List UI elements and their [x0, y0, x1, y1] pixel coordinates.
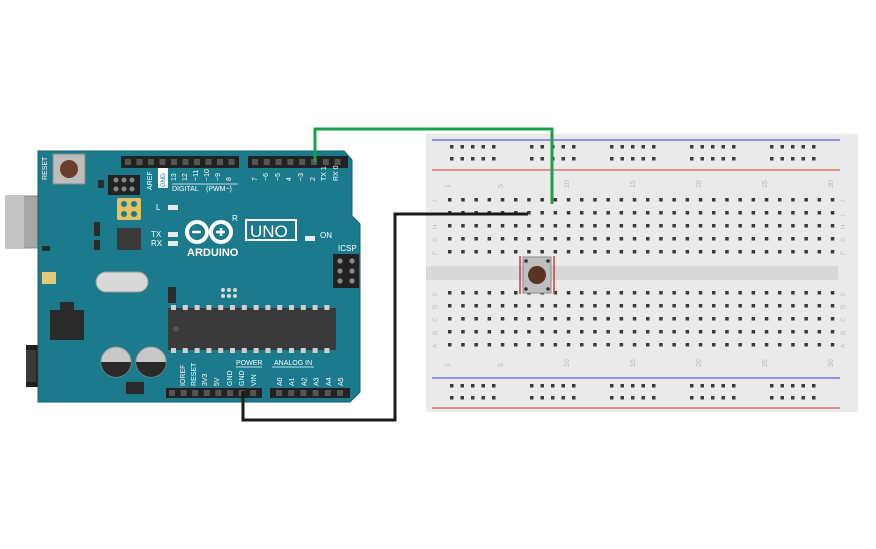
digital-pin-label: 7: [252, 177, 259, 181]
row-letter: F: [841, 251, 847, 255]
microcontroller-chip: [168, 305, 336, 353]
on-label: ON: [320, 231, 332, 240]
row-letter: F: [433, 251, 439, 255]
digital-pin-label: 8: [226, 177, 233, 181]
status-leds: [168, 205, 315, 246]
arduino-logo: [185, 220, 233, 244]
row-letter: D: [841, 304, 847, 309]
column-number: 15: [630, 180, 637, 188]
digital-pin-label: 2: [310, 177, 317, 181]
column-number: 25: [762, 180, 769, 188]
rx-label: RX: [151, 239, 163, 248]
column-number: 30: [828, 180, 835, 188]
analog-header: [270, 388, 350, 398]
pushbutton: [519, 256, 555, 294]
column-number: 20: [696, 180, 703, 188]
power-pin-label: RESET: [191, 362, 198, 386]
digital-pin-label: ~11: [193, 170, 200, 181]
column-number: 10: [564, 180, 571, 188]
gnd-top-label: GND: [161, 173, 167, 187]
row-letter: A: [841, 344, 847, 348]
icsp-header: [333, 254, 359, 288]
row-letter: G: [433, 237, 439, 242]
row-letter: C: [841, 317, 847, 322]
analog-pin-label: A4: [326, 377, 333, 386]
voltage-regulator: [50, 302, 84, 340]
center-channel: [426, 266, 838, 280]
power-pin-label: GND: [227, 370, 234, 386]
row-letter: B: [841, 331, 847, 335]
row-letter: B: [433, 331, 439, 335]
column-number: 5: [498, 184, 505, 188]
brand-label: ARDUINO: [187, 247, 239, 259]
analog-label: ANALOG IN: [274, 360, 312, 367]
icsp-small-header: [108, 175, 140, 195]
row-letter: A: [433, 344, 439, 348]
digital-label: DIGITAL: [172, 186, 199, 193]
column-number: 30: [828, 359, 835, 367]
crystal: [95, 271, 149, 293]
row-letter: J: [433, 200, 439, 203]
digital-pin-label: RX 0: [333, 165, 340, 181]
reset-label: RESET: [42, 156, 49, 180]
digital-pin-label: ~5: [275, 173, 282, 181]
usb-chip: [117, 228, 141, 250]
green-wire: [313, 127, 554, 204]
digital-pin-label: ~3: [298, 173, 305, 181]
column-number: 25: [762, 359, 769, 367]
column-number: 20: [696, 359, 703, 367]
reset-button: [52, 153, 86, 185]
digital-pin-label: ~6: [263, 173, 270, 181]
column-number: 10: [564, 359, 571, 367]
digital-pin-label: ~10: [204, 169, 211, 181]
power-pin-label: IOREF: [180, 365, 187, 386]
digital-pin-label: 4: [286, 177, 293, 181]
power-header: [166, 388, 262, 398]
row-letter: C: [433, 317, 439, 322]
aref-label: AREF: [147, 171, 154, 190]
capacitors: [100, 346, 167, 394]
power-pin-label: 3V3: [202, 373, 209, 386]
row-letter: H: [433, 225, 439, 229]
power-pin-label: GND: [239, 370, 246, 386]
analog-pin-label: A2: [301, 377, 308, 386]
row-letter: E: [433, 292, 439, 296]
digital-pin-label: TX 1: [321, 166, 328, 181]
power-label: POWER: [236, 360, 262, 367]
black-wire: [241, 212, 528, 422]
row-letter: G: [841, 237, 847, 242]
arduino-board: RESET AREF GND 13 12 ~11 ~10 ~9 8 7 ~6 ~5 4 ~3 2 TX …: [5, 150, 361, 403]
column-number: 5: [498, 363, 505, 367]
icsp-label: ICSP: [338, 244, 357, 253]
row-letter: I: [841, 214, 847, 216]
digital-pin-label: 12: [182, 173, 189, 181]
registered-mark: R: [232, 214, 238, 223]
row-letter: E: [841, 292, 847, 296]
row-letter: D: [433, 304, 439, 309]
column-number: 1: [445, 184, 452, 188]
digital-pin-label: ~9: [215, 173, 222, 181]
power-pin-label: 5V: [214, 377, 221, 386]
digital-pin-label: 13: [171, 173, 178, 181]
l-label: L: [156, 203, 161, 212]
row-letter: J: [841, 200, 847, 203]
analog-pin-label: A1: [289, 377, 296, 386]
column-number: 15: [630, 359, 637, 367]
model-label: UNO: [250, 222, 288, 241]
pwm-label: (PWM~): [206, 186, 232, 193]
analog-pin-label: A3: [314, 377, 321, 386]
column-number: 1: [445, 363, 452, 367]
row-letter: H: [841, 225, 847, 229]
analog-pin-label: A0: [277, 377, 284, 386]
power-pin-label: VIN: [251, 374, 258, 386]
solder-pads: [117, 198, 141, 220]
analog-pin-label: A5: [338, 377, 345, 386]
tx-label: TX: [151, 230, 162, 239]
